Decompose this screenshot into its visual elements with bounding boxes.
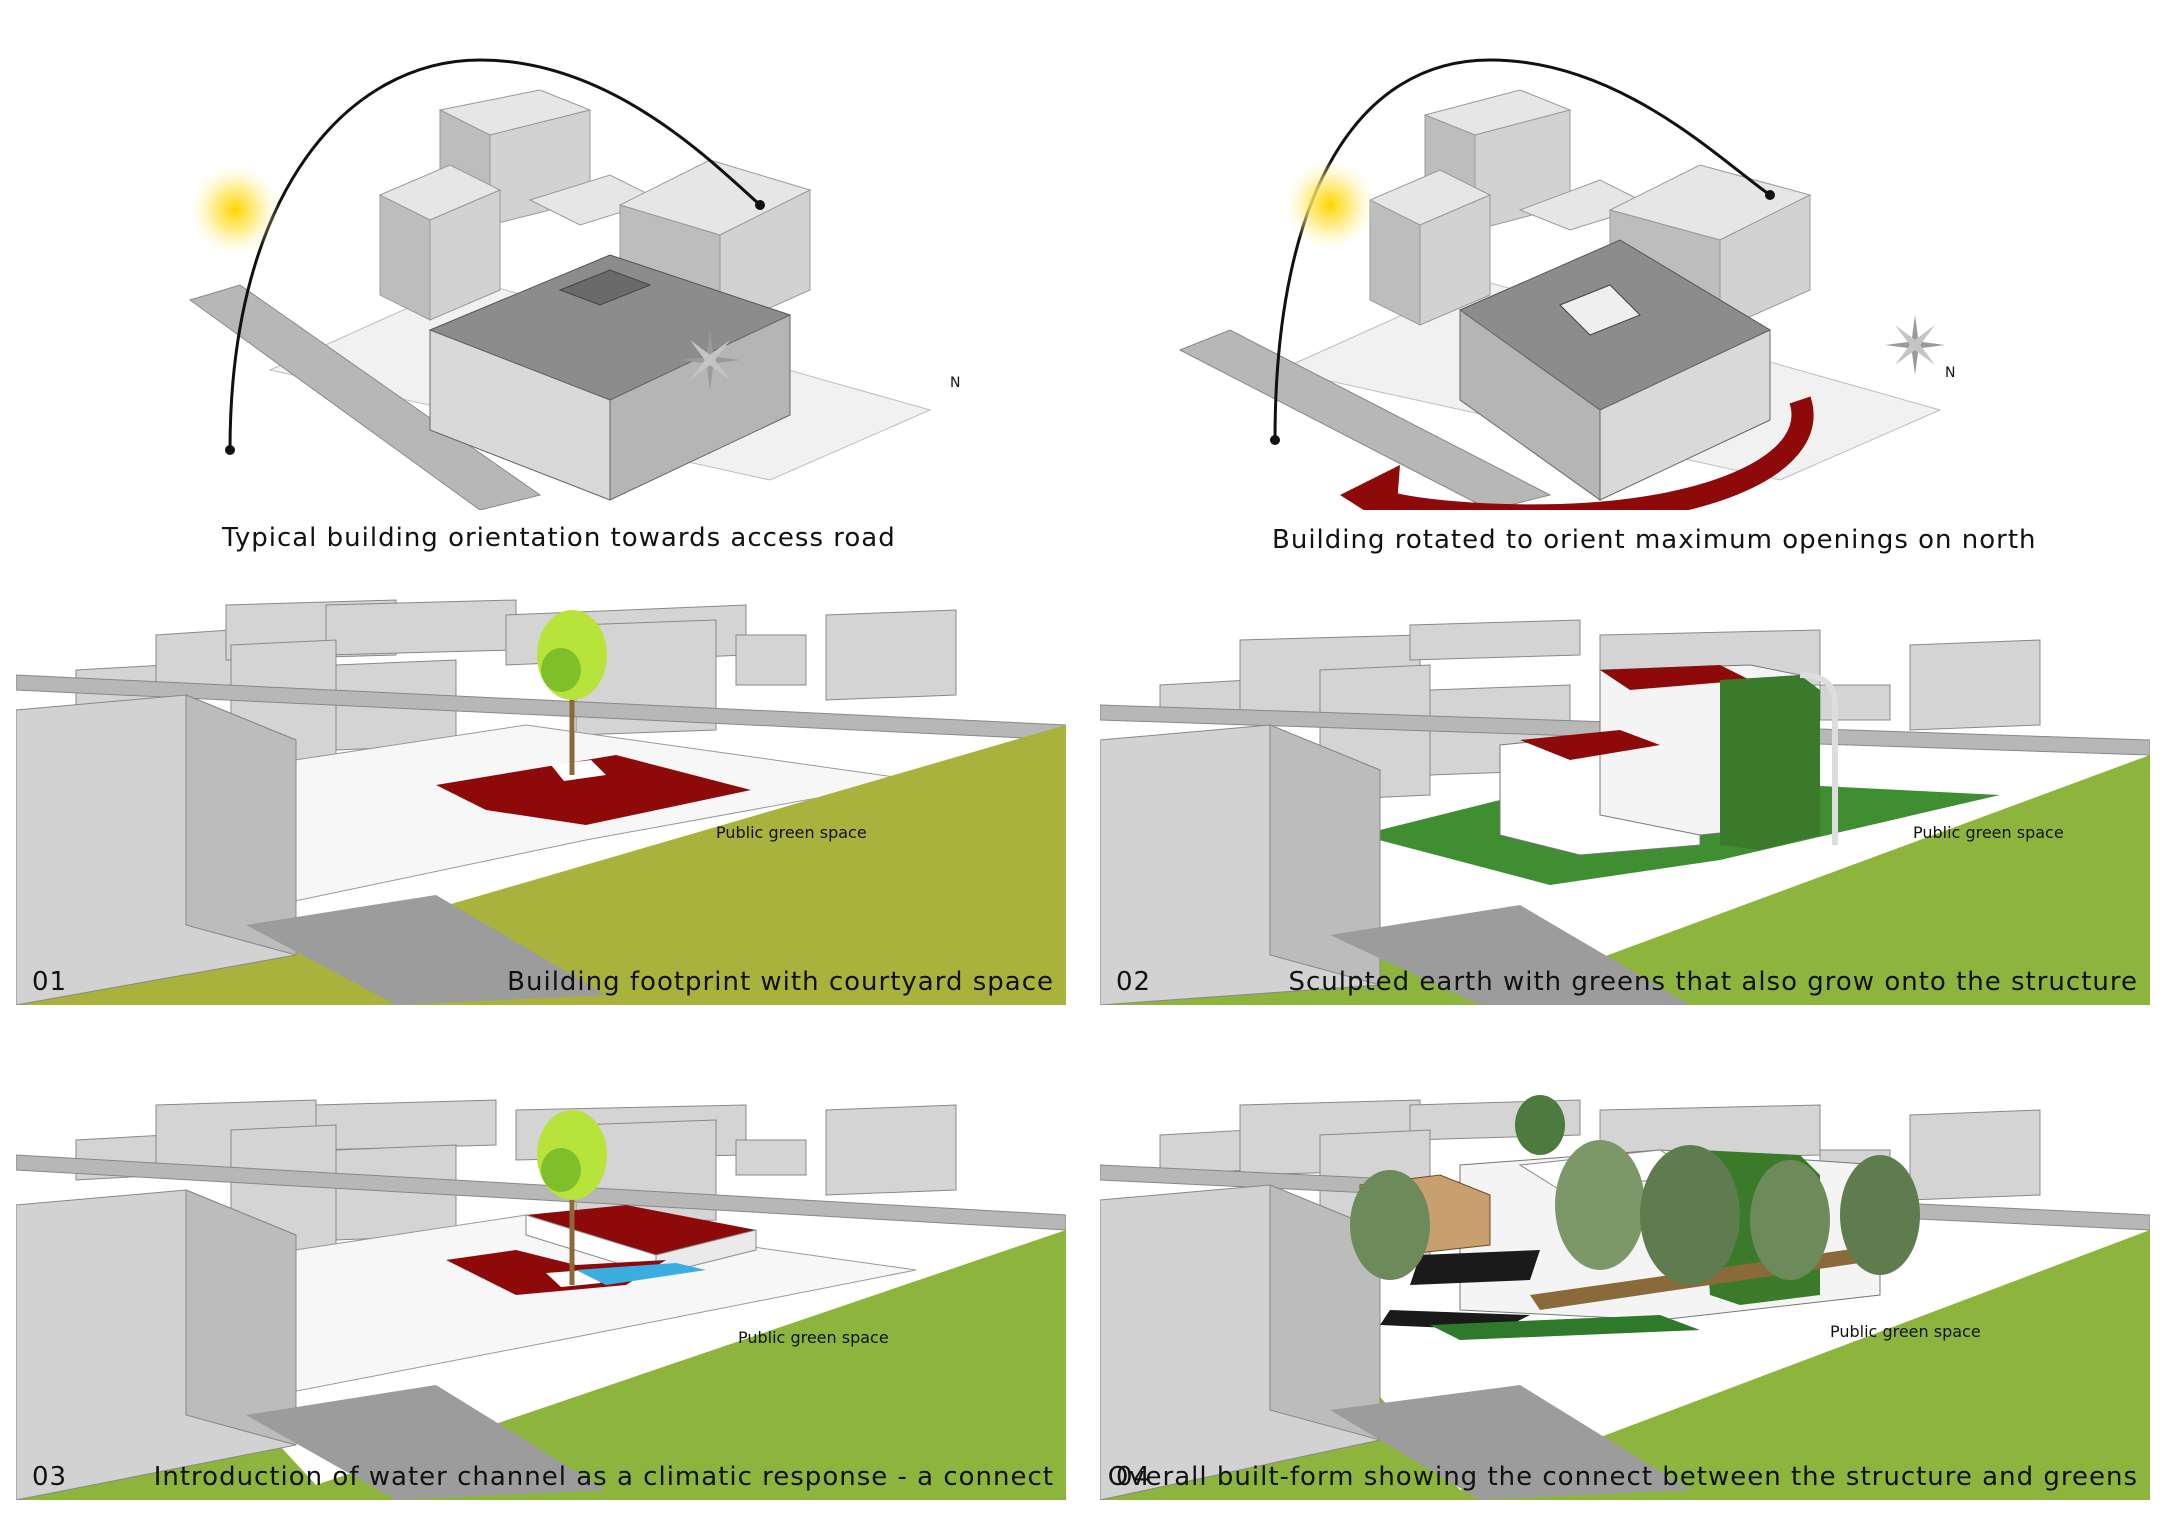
panel-caption: Sculpted earth with greens that also gro… <box>1288 967 2138 997</box>
panel-number: 04 <box>1116 1462 1152 1492</box>
panel-02-drawing <box>1100 595 2150 1005</box>
caption-typical-orientation: Typical building orientation towards acc… <box>222 523 896 553</box>
north-label: N <box>950 375 961 391</box>
green-space-label: Public green space <box>1913 823 2064 842</box>
sun-icon <box>190 165 280 255</box>
sun-icon <box>1285 160 1375 250</box>
north-compass-icon <box>1885 315 1945 375</box>
panel-03: Public green space 03 Introduction of wa… <box>16 1095 1066 1500</box>
north-label: N <box>1945 365 1956 381</box>
panel-03-drawing <box>16 1095 1066 1500</box>
orientation-diagram-typical: N <box>150 40 960 511</box>
panel-caption: Overall built-form showing the connect b… <box>1107 1462 2138 1492</box>
panel-04: Public green space 04 Overall built-form… <box>1100 1095 2150 1500</box>
green-space-label: Public green space <box>1830 1322 1981 1341</box>
panel-01: Public green space 01 Building footprint… <box>16 595 1066 1005</box>
green-space-label: Public green space <box>738 1328 889 1347</box>
orientation-diagram-rotated <box>1160 40 1960 530</box>
panel-number: 01 <box>32 967 68 997</box>
rotated-orientation-drawing <box>1178 58 1945 530</box>
north-compass-icon <box>680 330 740 390</box>
green-space-label: Public green space <box>716 823 867 842</box>
panel-caption: Introduction of water channel as a clima… <box>153 1462 1054 1492</box>
typical-orientation-drawing <box>188 58 932 511</box>
panel-caption: Building footprint with courtyard space <box>507 967 1054 997</box>
panel-01-drawing <box>16 595 1066 1005</box>
panel-number: 03 <box>32 1462 68 1492</box>
caption-rotated-orientation: Building rotated to orient maximum openi… <box>1272 525 2037 555</box>
panel-number: 02 <box>1116 967 1152 997</box>
panel-04-drawing <box>1100 1095 2150 1500</box>
panel-02: Public green space 02 Sculpted earth wit… <box>1100 595 2150 1005</box>
